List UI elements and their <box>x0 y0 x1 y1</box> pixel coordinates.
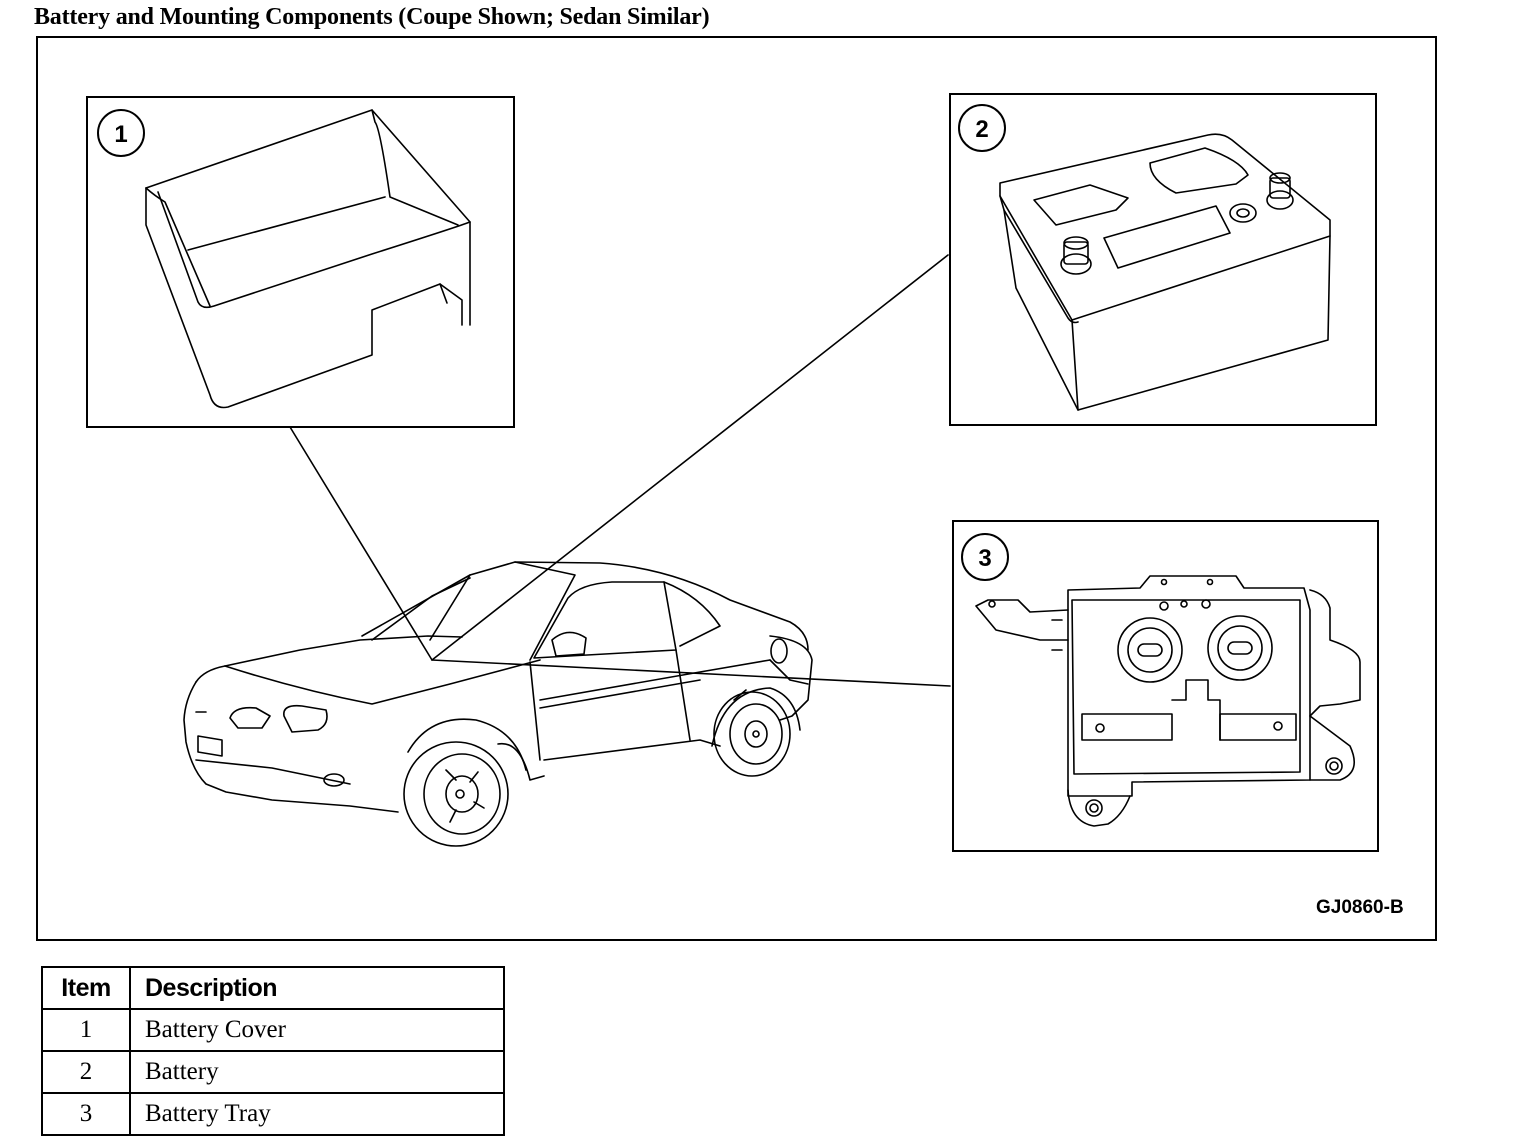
page-title: Battery and Mounting Components (Coupe S… <box>34 4 710 30</box>
legend-item-number: 2 <box>41 1050 131 1094</box>
legend-header-description: Description <box>129 966 505 1010</box>
legend-item-description: Battery <box>129 1050 505 1094</box>
legend-row: 1 Battery Cover <box>41 1008 505 1052</box>
legend-item-number: 1 <box>41 1008 131 1052</box>
legend-row: 2 Battery <box>41 1050 505 1094</box>
battery-illustration <box>999 133 1331 411</box>
legend-row: 3 Battery Tray <box>41 1092 505 1136</box>
battery-tray-illustration <box>975 575 1361 827</box>
coupe-illustration <box>183 561 813 847</box>
panel-battery: 2 <box>949 93 1377 426</box>
callout-1: 1 <box>114 121 127 148</box>
panel-battery-cover: 1 <box>86 96 515 428</box>
legend-header-item: Item <box>41 966 131 1010</box>
battery-cover-illustration <box>145 109 471 409</box>
figure-frame <box>36 36 1437 941</box>
legend-item-description: Battery Cover <box>129 1008 505 1052</box>
callout-2: 2 <box>975 116 988 143</box>
legend-item-description: Battery Tray <box>129 1092 505 1136</box>
figure-reference-code: GJ0860-B <box>1316 897 1404 918</box>
legend-table: Item Description 1 Battery Cover 2 Batte… <box>41 966 505 1136</box>
callout-3: 3 <box>978 545 991 572</box>
panel-battery-tray: 3 <box>952 520 1379 852</box>
legend-header-row: Item Description <box>41 966 505 1010</box>
legend-item-number: 3 <box>41 1092 131 1136</box>
